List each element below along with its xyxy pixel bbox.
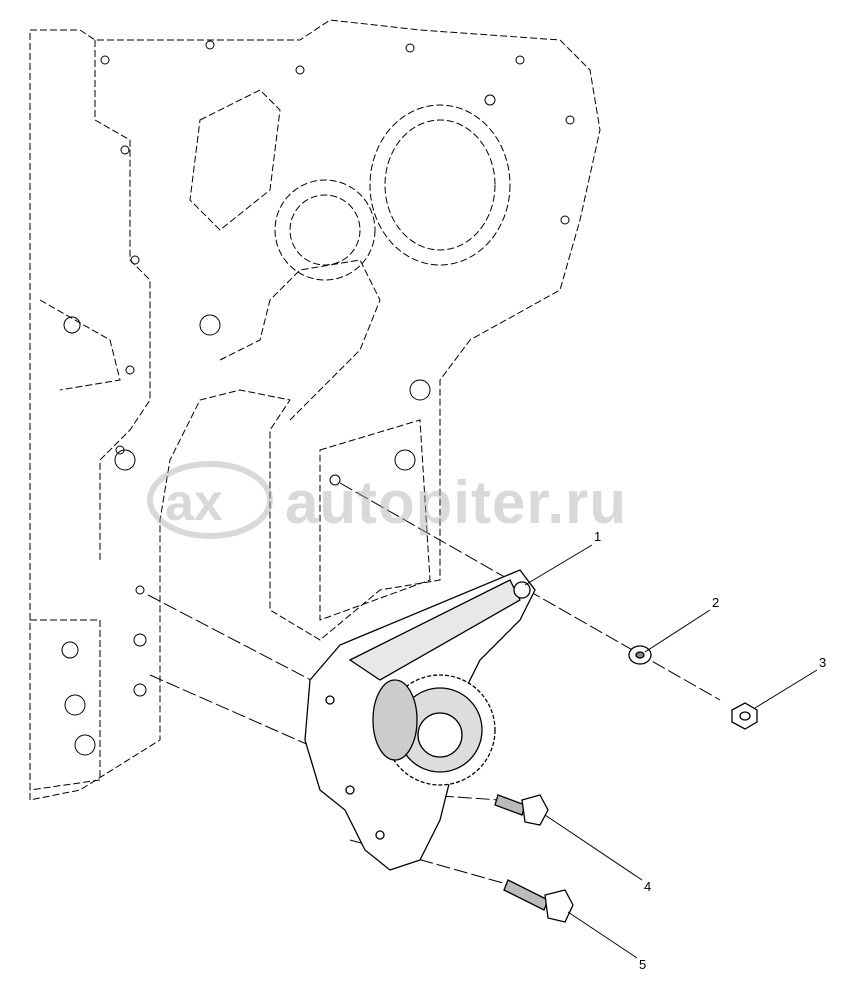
watermark-logo (147, 461, 273, 539)
oil-pump (304, 569, 536, 871)
washer (628, 645, 652, 665)
watermark-logo-text: ax (165, 474, 223, 532)
short-bolt (494, 794, 549, 826)
nut (731, 702, 758, 730)
leader-lines (524, 544, 818, 959)
watermark: autopiter.ru (285, 469, 628, 536)
engine-block-outline (29, 19, 601, 801)
long-bolt (503, 879, 574, 923)
callout-1: 1 (594, 529, 602, 544)
callout-3: 3 (819, 655, 827, 670)
callout-5: 5 (639, 957, 647, 972)
callout-2: 2 (712, 595, 720, 610)
bolt-holes (61, 40, 575, 756)
callout-4: 4 (644, 879, 652, 894)
